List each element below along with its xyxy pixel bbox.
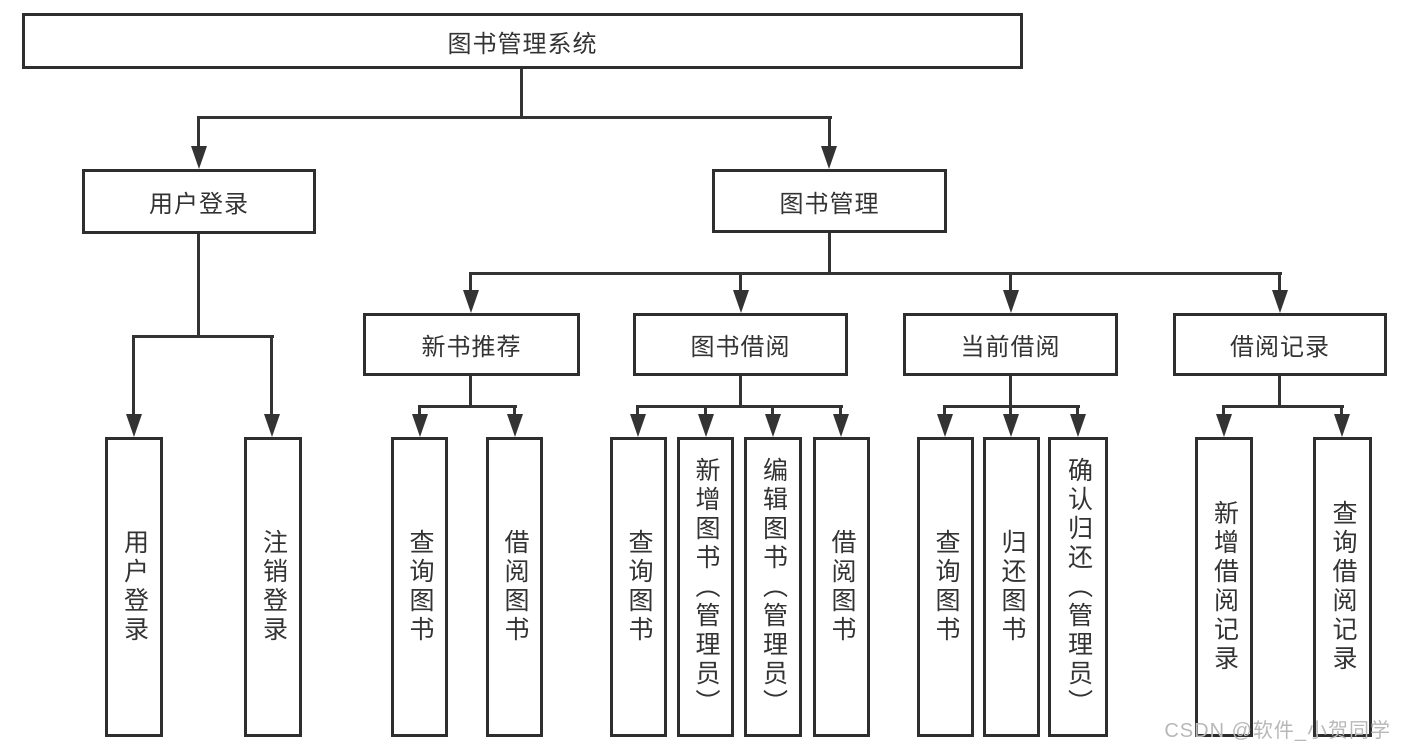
down-arrowhead — [1216, 414, 1232, 437]
connector-borrow-stem — [739, 376, 742, 408]
module-node-label: 当前借阅 — [960, 334, 1061, 361]
branch-node-label: 用户登录 — [149, 191, 249, 218]
module-node-borrow: 图书借阅 — [633, 313, 848, 376]
down-arrowhead — [191, 146, 207, 169]
root-node-label: 图书管理系统 — [447, 30, 598, 58]
connector-drop-leaf — [839, 405, 842, 417]
connector-drop-login — [132, 335, 135, 417]
leaf-node-newbook-borrow: 借阅图书 — [486, 437, 543, 737]
leaf-node-label: 归还图书 — [998, 529, 1026, 645]
connector-borrow-hline — [637, 405, 843, 408]
connector-new-book-stem — [469, 376, 472, 408]
leaf-node-borrow-query: 查询图书 — [610, 437, 667, 737]
leaf-node-records-add: 新增借阅记录 — [1195, 437, 1253, 737]
connector-current-hline — [944, 405, 1080, 408]
leaf-node-current-confirm: 确认归还（管理员） — [1048, 437, 1108, 737]
connector-drop-leaf — [704, 405, 707, 417]
module-node-label: 图书借阅 — [690, 334, 791, 361]
leaf-node-current-return: 归还图书 — [983, 437, 1040, 737]
module-node-new-book: 新书推荐 — [363, 313, 580, 376]
connector-user-login-hline — [133, 335, 274, 338]
leaf-node-borrow-edit: 编辑图书（管理员） — [744, 437, 802, 737]
connector-drop-borrow — [739, 272, 742, 294]
down-arrowhead — [264, 414, 280, 437]
down-arrowhead — [765, 414, 781, 437]
leaf-node-borrow-add: 新增图书（管理员） — [677, 437, 734, 737]
down-arrowhead — [1070, 414, 1086, 437]
connector-drop-leaf — [1222, 405, 1225, 417]
leaf-node-label: 新增图书（管理员） — [692, 456, 720, 718]
down-arrowhead — [126, 414, 142, 437]
leaf-node-newbook-query: 查询图书 — [391, 437, 448, 737]
down-arrowhead — [833, 414, 849, 437]
connector-drop-user-login — [197, 116, 200, 149]
connector-root-stem — [520, 69, 523, 119]
down-arrowhead — [821, 146, 837, 169]
leaf-node-label: 查询图书 — [625, 529, 653, 645]
module-node-records: 借阅记录 — [1173, 313, 1387, 376]
down-arrowhead — [733, 290, 749, 313]
module-node-label: 新书推荐 — [421, 334, 522, 361]
branch-node-book-mgmt: 图书管理 — [712, 169, 947, 233]
connector-drop-book-mgmt — [828, 116, 831, 149]
connector-drop-leaf — [1009, 405, 1012, 417]
down-arrowhead — [937, 414, 953, 437]
connector-drop-current — [1009, 272, 1012, 294]
down-arrowhead — [507, 414, 523, 437]
connector-records-hline — [1223, 405, 1344, 408]
leaf-node-label: 查询图书 — [406, 529, 434, 645]
connector-drop-leaf — [1076, 405, 1079, 417]
branch-node-user-login: 用户登录 — [82, 169, 316, 234]
down-arrowhead — [412, 414, 428, 437]
leaf-node-label: 借阅图书 — [501, 529, 529, 645]
module-node-current: 当前借阅 — [903, 313, 1118, 376]
module-node-label: 借阅记录 — [1230, 334, 1330, 361]
connector-book-mgmt-hline — [470, 272, 1282, 275]
connector-current-stem — [1009, 376, 1012, 408]
leaf-node-label: 确认归还（管理员） — [1064, 456, 1093, 718]
connector-drop-logout — [270, 335, 273, 417]
leaf-node-records-query: 查询借阅记录 — [1313, 437, 1372, 737]
down-arrowhead — [1334, 414, 1350, 437]
leaf-node-borrow-borrow: 借阅图书 — [813, 437, 870, 737]
connector-drop-leaf — [513, 405, 516, 417]
leaf-node-label: 查询借阅记录 — [1329, 500, 1357, 674]
csdn-watermark: CSDN @软件_小贺同学 — [1164, 720, 1391, 742]
leaf-node-label: 新增借阅记录 — [1210, 500, 1239, 674]
leaf-node-label: 注销登录 — [259, 529, 288, 645]
branch-node-label: 图书管理 — [779, 190, 880, 218]
leaf-node-label: 借阅图书 — [828, 529, 856, 645]
connector-drop-new-book — [469, 272, 472, 294]
down-arrowhead — [1003, 290, 1019, 313]
connector-book-mgmt-stem — [828, 233, 831, 275]
leaf-node-label: 编辑图书（管理员） — [759, 456, 788, 718]
connector-drop-leaf — [943, 405, 946, 417]
leaf-node-current-query: 查询图书 — [917, 437, 974, 737]
down-arrowhead — [630, 414, 646, 437]
leaf-node-label: 用户登录 — [120, 529, 149, 645]
down-arrowhead — [1003, 414, 1019, 437]
connector-drop-leaf — [636, 405, 639, 417]
leaf-node-user-login: 用户登录 — [105, 437, 163, 737]
root-node-system: 图书管理系统 — [22, 13, 1023, 69]
leaf-node-logout: 注销登录 — [244, 437, 302, 737]
down-arrowhead — [463, 290, 479, 313]
connector-drop-records — [1278, 272, 1281, 294]
connector-new-book-hline — [419, 405, 517, 408]
down-arrowhead — [698, 414, 714, 437]
connector-user-login-stem — [197, 234, 200, 338]
leaf-node-label: 查询图书 — [932, 529, 960, 645]
down-arrowhead — [1272, 290, 1288, 313]
connector-root-hline — [198, 116, 832, 119]
connector-drop-leaf — [1340, 405, 1343, 417]
connector-records-stem — [1278, 376, 1281, 408]
connector-drop-leaf — [771, 405, 774, 417]
connector-drop-leaf — [418, 405, 421, 417]
